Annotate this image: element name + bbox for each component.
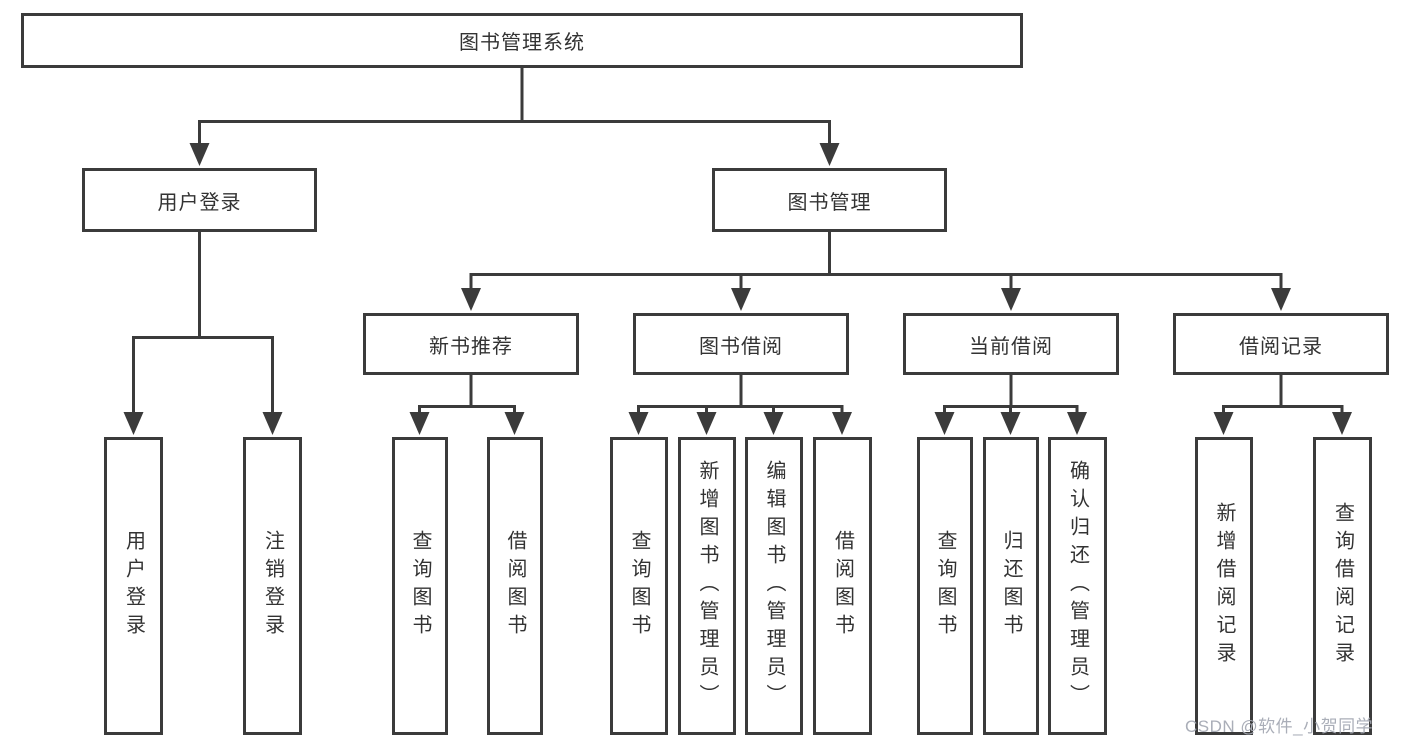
leaf-borrow-books-recommend: 借阅图书	[487, 437, 543, 735]
arrowhead-icons	[123, 143, 1352, 435]
node-label: 借阅图书	[504, 530, 526, 642]
node-label: 新书推荐	[429, 335, 513, 358]
node-borrowing-records: 借阅记录	[1173, 313, 1389, 375]
leaf-user-login: 用户登录	[104, 437, 163, 735]
node-label: 图书借阅	[699, 335, 783, 358]
node-label: 查询图书	[628, 530, 650, 642]
node-label: 用户登录	[122, 530, 145, 642]
node-user-login: 用户登录	[82, 168, 317, 232]
leaf-query-borrow-record: 查询借阅记录	[1313, 437, 1372, 735]
node-label: 编辑图书（管理员）	[763, 460, 785, 712]
node-label: 图书管理	[787, 191, 872, 214]
node-label: 确认归还（管理员）	[1066, 460, 1089, 712]
node-label: 查询图书	[409, 530, 431, 642]
node-library-management-system: 图书管理系统	[21, 13, 1023, 68]
leaf-borrow-books: 借阅图书	[813, 437, 872, 735]
leaf-query-books-recommend: 查询图书	[392, 437, 448, 735]
leaf-confirm-return-admin: 确认归还（管理员）	[1048, 437, 1107, 735]
node-label: 当前借阅	[969, 335, 1053, 358]
node-label: 图书管理系统	[459, 32, 585, 54]
node-current-borrowing: 当前借阅	[903, 313, 1119, 375]
leaf-query-books-current: 查询图书	[917, 437, 973, 735]
leaf-logout: 注销登录	[243, 437, 302, 735]
node-label: 归还图书	[1000, 530, 1022, 642]
node-label: 借阅记录	[1239, 335, 1323, 358]
leaf-return-books: 归还图书	[983, 437, 1039, 735]
leaf-add-books-admin: 新增图书（管理员）	[678, 437, 736, 735]
node-label: 借阅图书	[831, 530, 854, 642]
node-label: 查询借阅记录	[1331, 502, 1354, 670]
csdn-watermark: CSDN @软件_小贺同学	[1185, 717, 1374, 736]
edge-lines	[132, 68, 1344, 414]
leaf-edit-books-admin: 编辑图书（管理员）	[745, 437, 803, 735]
node-book-management: 图书管理	[712, 168, 947, 232]
leaf-add-borrow-record: 新增借阅记录	[1195, 437, 1253, 735]
node-label: 注销登录	[261, 530, 284, 642]
node-label: 新增图书（管理员）	[696, 460, 718, 712]
node-book-borrowing: 图书借阅	[633, 313, 849, 375]
node-label: 新增借阅记录	[1213, 502, 1235, 670]
node-label: 用户登录	[157, 191, 242, 214]
leaf-query-books-borrow: 查询图书	[610, 437, 668, 735]
node-label: 查询图书	[934, 530, 956, 642]
node-new-book-recommendation: 新书推荐	[363, 313, 579, 375]
